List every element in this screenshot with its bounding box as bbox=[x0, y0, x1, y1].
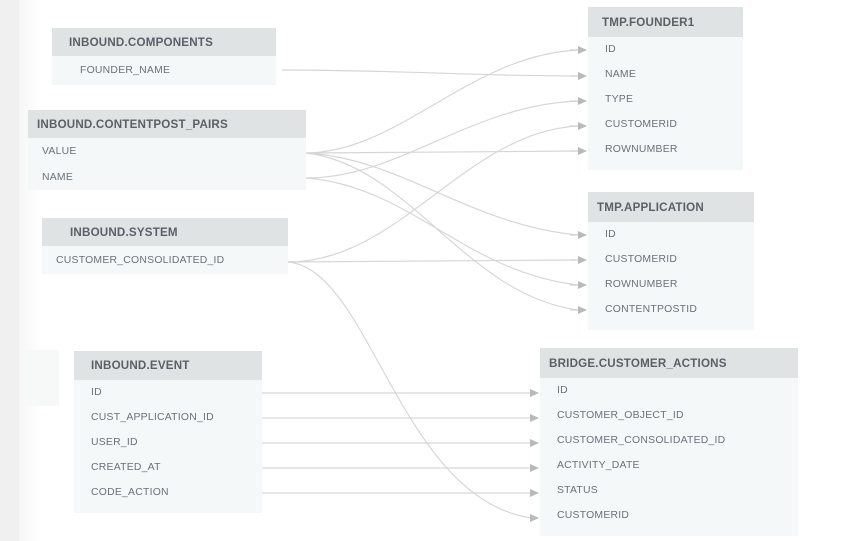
column-row-founder1-customerid[interactable]: CUSTOMERID bbox=[588, 112, 743, 137]
arrow-head-bridge-customer-object-id bbox=[530, 414, 539, 422]
column-row-founder1-id[interactable]: ID bbox=[588, 37, 743, 62]
column-row-application-contentpostid[interactable]: CONTENTPOSTID bbox=[588, 297, 754, 322]
node-inbound-system[interactable]: INBOUND.SYSTEM CUSTOMER_CONSOLIDATED_ID bbox=[42, 218, 288, 274]
node-title-bridge-customer-actions[interactable]: BRIDGE.CUSTOMER_ACTIONS bbox=[540, 348, 798, 378]
column-row-cust-application-id[interactable]: CUST_APPLICATION_ID bbox=[74, 405, 262, 430]
column-row-bridge-customer-object-id[interactable]: CUSTOMER_OBJECT_ID bbox=[540, 403, 798, 428]
column-row-bridge-status[interactable]: STATUS bbox=[540, 478, 798, 503]
node-tmp-founder1[interactable]: TMP.FOUNDER1 ID NAME TYPE CUSTOMERID ROW… bbox=[588, 7, 743, 170]
arrow-head-founder1-rownumber bbox=[578, 147, 587, 155]
node-columns-inbound-event: ID CUST_APPLICATION_ID USER_ID CREATED_A… bbox=[74, 380, 262, 513]
node-bottom-pad-event bbox=[74, 505, 262, 513]
arrow-head-application-rownumber bbox=[578, 281, 587, 289]
arrow-head-founder1-id bbox=[578, 46, 587, 54]
edge-value-to-rownumber bbox=[305, 150, 579, 154]
column-row-name[interactable]: NAME bbox=[28, 164, 306, 190]
edges-group bbox=[262, 49, 579, 519]
node-title-inbound-components[interactable]: INBOUND.COMPONENTS bbox=[52, 28, 276, 56]
column-row-bridge-activity-date[interactable]: ACTIVITY_DATE bbox=[540, 453, 798, 478]
node-bottom-pad-bridge bbox=[540, 528, 798, 536]
column-row-application-id[interactable]: ID bbox=[588, 222, 754, 247]
column-row-code-action[interactable]: CODE_ACTION bbox=[74, 480, 262, 505]
edge-name-to-type bbox=[305, 100, 579, 179]
arrow-head-founder1-name bbox=[578, 72, 587, 80]
column-row-founder-name[interactable]: FOUNDER_NAME bbox=[52, 56, 276, 85]
edge-founder-name-to-name bbox=[281, 69, 579, 77]
edge-value-to-id bbox=[305, 49, 579, 154]
arrow-head-bridge-customerid bbox=[530, 514, 539, 522]
arrow-head-bridge-status bbox=[530, 489, 539, 497]
arrow-head-application-customerid bbox=[578, 256, 587, 264]
node-bridge-customer-actions[interactable]: BRIDGE.CUSTOMER_ACTIONS ID CUSTOMER_OBJE… bbox=[540, 348, 798, 536]
node-title-inbound-event[interactable]: INBOUND.EVENT bbox=[74, 351, 262, 380]
node-columns-inbound-components: FOUNDER_NAME bbox=[52, 56, 276, 85]
background-ghost-panel bbox=[25, 350, 59, 406]
column-row-event-id[interactable]: ID bbox=[74, 380, 262, 405]
node-inbound-event[interactable]: INBOUND.EVENT ID CUST_APPLICATION_ID USE… bbox=[74, 351, 262, 513]
arrow-head-founder1-customerid bbox=[578, 122, 587, 130]
node-columns-tmp-application: ID CUSTOMERID ROWNUMBER CONTENTPOSTID bbox=[588, 222, 754, 330]
column-row-bridge-customer-consolidated-id[interactable]: CUSTOMER_CONSOLIDATED_ID bbox=[540, 428, 798, 453]
column-row-founder1-name[interactable]: NAME bbox=[588, 62, 743, 87]
node-inbound-contentpost-pairs[interactable]: INBOUND.CONTENTPOST_PAIRS VALUE NAME bbox=[28, 110, 306, 190]
node-inbound-components[interactable]: INBOUND.COMPONENTS FOUNDER_NAME bbox=[52, 28, 276, 85]
edge-name-to-app-rownumber bbox=[305, 177, 579, 286]
arrow-head-bridge-activity-date bbox=[530, 464, 539, 472]
edge-ccid-to-app-customerid bbox=[287, 259, 579, 263]
edge-value-to-app-id bbox=[305, 152, 579, 236]
column-row-value[interactable]: VALUE bbox=[28, 138, 306, 164]
node-title-tmp-founder1[interactable]: TMP.FOUNDER1 bbox=[588, 7, 743, 37]
column-row-bridge-id[interactable]: ID bbox=[540, 378, 798, 403]
node-bottom-pad-founder1 bbox=[588, 162, 743, 170]
node-columns-bridge-customer-actions: ID CUSTOMER_OBJECT_ID CUSTOMER_CONSOLIDA… bbox=[540, 378, 798, 536]
node-columns-inbound-contentpost-pairs: VALUE NAME bbox=[28, 138, 306, 190]
node-title-inbound-contentpost-pairs[interactable]: INBOUND.CONTENTPOST_PAIRS bbox=[28, 110, 306, 138]
arrow-head-bridge-customer-consolidated-id bbox=[530, 439, 539, 447]
column-row-founder1-type[interactable]: TYPE bbox=[588, 87, 743, 112]
node-columns-tmp-founder1: ID NAME TYPE CUSTOMERID ROWNUMBER bbox=[588, 37, 743, 170]
arrow-head-application-contentpostid bbox=[578, 306, 587, 314]
column-row-founder1-rownumber[interactable]: ROWNUMBER bbox=[588, 137, 743, 162]
column-row-user-id[interactable]: USER_ID bbox=[74, 430, 262, 455]
column-row-bridge-customerid[interactable]: CUSTOMERID bbox=[540, 503, 798, 528]
arrowheads-group bbox=[530, 46, 587, 522]
node-tmp-application[interactable]: TMP.APPLICATION ID CUSTOMERID ROWNUMBER … bbox=[588, 192, 754, 330]
edge-value-to-contentpostid bbox=[305, 152, 579, 311]
column-row-customer-consolidated-id[interactable]: CUSTOMER_CONSOLIDATED_ID bbox=[42, 246, 288, 274]
node-title-inbound-system[interactable]: INBOUND.SYSTEM bbox=[42, 218, 288, 246]
column-row-created-at[interactable]: CREATED_AT bbox=[74, 455, 262, 480]
node-title-tmp-application[interactable]: TMP.APPLICATION bbox=[588, 192, 754, 222]
column-row-application-rownumber[interactable]: ROWNUMBER bbox=[588, 272, 754, 297]
edge-ccid-to-founder-customerid bbox=[287, 125, 579, 263]
node-bottom-pad-application bbox=[588, 322, 754, 330]
left-gutter-strip bbox=[0, 0, 19, 541]
edge-ccid-to-bridge-customerid bbox=[287, 261, 533, 519]
arrow-head-founder1-type bbox=[578, 97, 587, 105]
node-columns-inbound-system: CUSTOMER_CONSOLIDATED_ID bbox=[42, 246, 288, 274]
arrow-head-application-id bbox=[578, 231, 587, 239]
column-row-application-customerid[interactable]: CUSTOMERID bbox=[588, 247, 754, 272]
arrow-head-bridge-id bbox=[530, 389, 539, 397]
